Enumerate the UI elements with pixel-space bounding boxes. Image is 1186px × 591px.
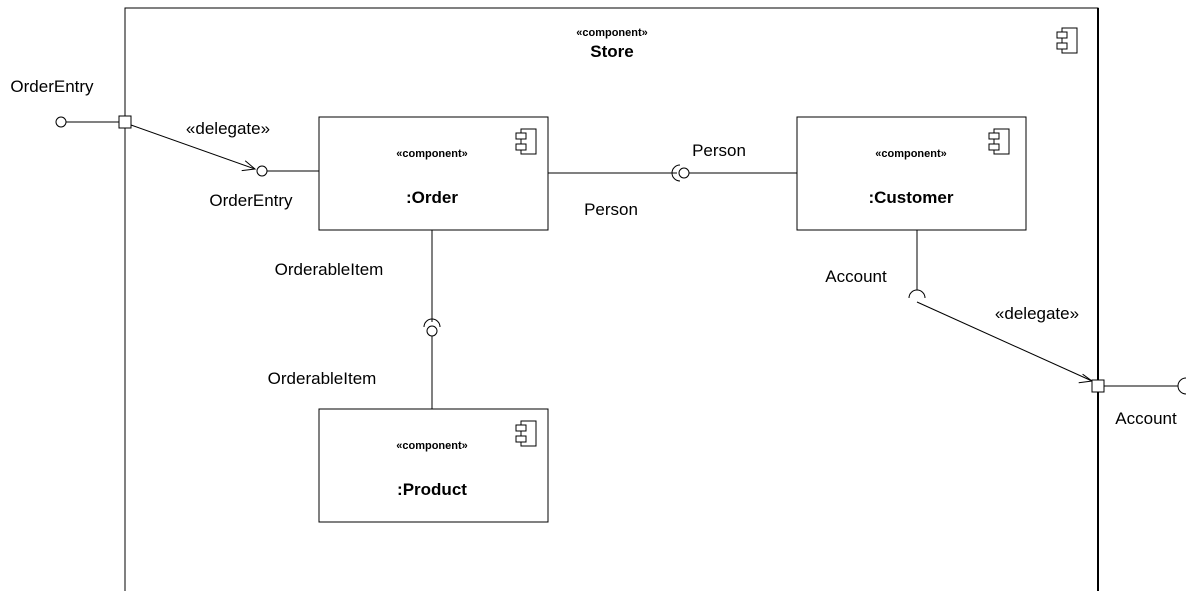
- order-entry-lollipop[interactable]: [256, 165, 268, 177]
- delegate-line-right: [916, 301, 1093, 382]
- orderable-item-provided-label: OrderableItem: [268, 369, 377, 388]
- customer-name: :Customer: [868, 188, 953, 207]
- orderable-item-assembly-connector[interactable]: [423, 230, 441, 409]
- person-socket: [671, 164, 681, 182]
- customer-box[interactable]: [796, 116, 1027, 231]
- account-required-interface[interactable]: [908, 230, 926, 299]
- store-title: Store: [590, 42, 633, 61]
- store-component-icon: [1056, 27, 1078, 54]
- delegate-line-left: [130, 124, 256, 170]
- product-name: :Product: [397, 480, 467, 499]
- order-component[interactable]: «component» :Order: [318, 116, 549, 231]
- person-assembly-connector[interactable]: [548, 164, 797, 182]
- order-component-icon: [515, 128, 537, 155]
- order-entry-provided-interface[interactable]: [55, 116, 67, 128]
- customer-component-icon: [988, 128, 1010, 155]
- delegate-arrowhead-left: [241, 160, 257, 172]
- order-entry-port-left[interactable]: [55, 115, 132, 129]
- orderable-item-socket: [423, 318, 441, 328]
- delegate-label-right: «delegate»: [995, 304, 1079, 323]
- delegate-connector-left[interactable]: [130, 124, 257, 172]
- order-box[interactable]: [318, 116, 549, 231]
- product-stereotype: «component»: [396, 440, 468, 452]
- customer-stereotype: «component»: [875, 148, 947, 160]
- product-box[interactable]: [318, 408, 549, 523]
- account-external-socket[interactable]: [1177, 377, 1186, 395]
- person-provided-label: Person: [692, 141, 746, 160]
- account-required-label: Account: [825, 267, 887, 286]
- account-port[interactable]: [1091, 379, 1105, 393]
- order-name: :Order: [406, 188, 458, 207]
- store-stereotype: «component»: [576, 27, 648, 39]
- order-entry-port[interactable]: [118, 115, 132, 129]
- account-socket[interactable]: [908, 289, 926, 299]
- product-component[interactable]: «component» :Product: [318, 408, 549, 523]
- person-lollipop[interactable]: [678, 167, 690, 179]
- store-frame: [124, 7, 1099, 591]
- order-entry-internal-label: OrderEntry: [209, 191, 293, 210]
- order-entry-external-label: OrderEntry: [10, 77, 94, 96]
- store-component: «component» Store: [124, 7, 1099, 591]
- person-required-label: Person: [584, 200, 638, 219]
- order-stereotype: «component»: [396, 148, 468, 160]
- product-component-icon: [515, 420, 537, 447]
- orderable-item-required-label: OrderableItem: [275, 260, 384, 279]
- account-port-right[interactable]: [1091, 377, 1186, 395]
- orderable-item-lollipop[interactable]: [426, 325, 438, 337]
- delegate-label-left: «delegate»: [186, 119, 270, 138]
- order-entry-internal-interface[interactable]: [256, 165, 319, 177]
- customer-component[interactable]: «component» :Customer: [796, 116, 1027, 231]
- account-external-label: Account: [1115, 409, 1177, 428]
